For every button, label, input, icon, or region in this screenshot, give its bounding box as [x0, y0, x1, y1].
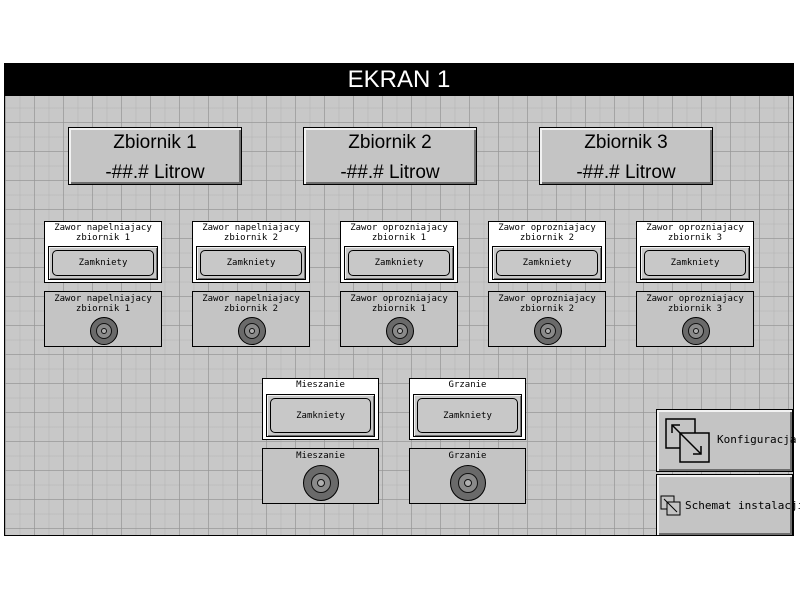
tank-1-level: -##.# Litrow	[105, 162, 205, 183]
valve-fill-1-indicator-lamp	[90, 317, 118, 345]
valve-fill-1-indicator-caption: Zawor napelniajacy zbiornik 1	[54, 294, 152, 314]
valve-fill-2-button[interactable]: Zamkniety	[196, 246, 306, 280]
valve-drain-3-indicator-caption: Zawor oprozniajacy zbiornik 3	[646, 294, 744, 314]
valve-drain-3-state: Zamkniety	[644, 250, 746, 276]
tank-2-display: Zbiornik 2 -##.# Litrow	[303, 127, 477, 185]
mixing-caption: Mieszanie	[296, 380, 345, 390]
valve-drain-2-indicator-panel: Zawor oprozniajacy zbiornik 2	[488, 291, 606, 347]
valve-drain-3-indicator-lamp	[682, 317, 710, 345]
valve-fill-1-button[interactable]: Zamkniety	[48, 246, 158, 280]
valve-fill-2-caption: Zawor napelniajacy zbiornik 2	[202, 223, 300, 243]
tank-3-level: -##.# Litrow	[576, 162, 676, 183]
valve-fill-2-state: Zamkniety	[200, 250, 302, 276]
mixing-button[interactable]: Zamkniety	[266, 394, 375, 437]
valve-fill-1-state: Zamkniety	[52, 250, 154, 276]
mixing-indicator-panel: Mieszanie	[262, 448, 379, 504]
valve-fill-2-control: Zawor napelniajacy zbiornik 2 Zamkniety	[192, 221, 310, 283]
valve-drain-3-indicator-panel: Zawor oprozniajacy zbiornik 3	[636, 291, 754, 347]
heating-indicator-caption: Grzanie	[448, 451, 487, 461]
overlapping-squares-icon	[665, 418, 710, 463]
heating-state: Zamkniety	[417, 398, 518, 433]
installation-schema-button[interactable]: Schemat instalacji	[656, 474, 800, 536]
valve-fill-2-indicator-panel: Zawor napelniajacy zbiornik 2	[192, 291, 310, 347]
mixing-control: Mieszanie Zamkniety	[262, 378, 379, 440]
valve-drain-2-indicator-caption: Zawor oprozniajacy zbiornik 2	[498, 294, 596, 314]
valve-drain-1-indicator-caption: Zawor oprozniajacy zbiornik 1	[350, 294, 448, 314]
valve-fill-1-control: Zawor napelniajacy zbiornik 1 Zamkniety	[44, 221, 162, 283]
mixing-state: Zamkniety	[270, 398, 371, 433]
valve-drain-1-indicator-lamp	[386, 317, 414, 345]
heating-indicator-lamp	[450, 465, 486, 501]
valve-drain-1-indicator-panel: Zawor oprozniajacy zbiornik 1	[340, 291, 458, 347]
valve-drain-1-state: Zamkniety	[348, 250, 450, 276]
valve-fill-2-indicator-lamp	[238, 317, 266, 345]
mixing-indicator-lamp	[303, 465, 339, 501]
tank-1-name: Zbiornik 1	[113, 132, 197, 153]
configuration-label: Konfiguracja	[717, 433, 797, 446]
valve-fill-1-indicator-panel: Zawor napelniajacy zbiornik 1	[44, 291, 162, 347]
valve-drain-3-button[interactable]: Zamkniety	[640, 246, 750, 280]
tank-3-name: Zbiornik 3	[584, 132, 668, 153]
valve-fill-2-indicator-caption: Zawor napelniajacy zbiornik 2	[202, 294, 300, 314]
configuration-button[interactable]: Konfiguracja	[656, 409, 797, 472]
tank-2-level: -##.# Litrow	[340, 162, 440, 183]
valve-drain-2-control: Zawor oprozniajacy zbiornik 2 Zamkniety	[488, 221, 606, 283]
valve-drain-1-caption: Zawor oprozniajacy zbiornik 1	[350, 223, 448, 243]
hmi-screen: EKRAN 1 Zbiornik 1 -##.# Litrow Zbiornik…	[4, 63, 800, 536]
valve-drain-3-control: Zawor oprozniajacy zbiornik 3 Zamkniety	[636, 221, 754, 283]
installation-schema-label: Schemat instalacji	[685, 499, 800, 512]
heating-caption: Grzanie	[448, 380, 487, 390]
valve-drain-2-state: Zamkniety	[496, 250, 598, 276]
heating-control: Grzanie Zamkniety	[409, 378, 526, 440]
valve-drain-1-button[interactable]: Zamkniety	[344, 246, 454, 280]
tank-2-name: Zbiornik 2	[348, 132, 432, 153]
mixing-indicator-caption: Mieszanie	[296, 451, 345, 461]
screen-title: EKRAN 1	[5, 64, 793, 96]
heating-button[interactable]: Zamkniety	[413, 394, 522, 437]
valve-drain-1-control: Zawor oprozniajacy zbiornik 1 Zamkniety	[340, 221, 458, 283]
tank-1-display: Zbiornik 1 -##.# Litrow	[68, 127, 242, 185]
valve-drain-2-button[interactable]: Zamkniety	[492, 246, 602, 280]
tank-3-display: Zbiornik 3 -##.# Litrow	[539, 127, 713, 185]
valve-fill-1-caption: Zawor napelniajacy zbiornik 1	[54, 223, 152, 243]
overlapping-squares-icon	[660, 495, 681, 516]
valve-drain-3-caption: Zawor oprozniajacy zbiornik 3	[646, 223, 744, 243]
heating-indicator-panel: Grzanie	[409, 448, 526, 504]
valve-drain-2-caption: Zawor oprozniajacy zbiornik 2	[498, 223, 596, 243]
valve-drain-2-indicator-lamp	[534, 317, 562, 345]
